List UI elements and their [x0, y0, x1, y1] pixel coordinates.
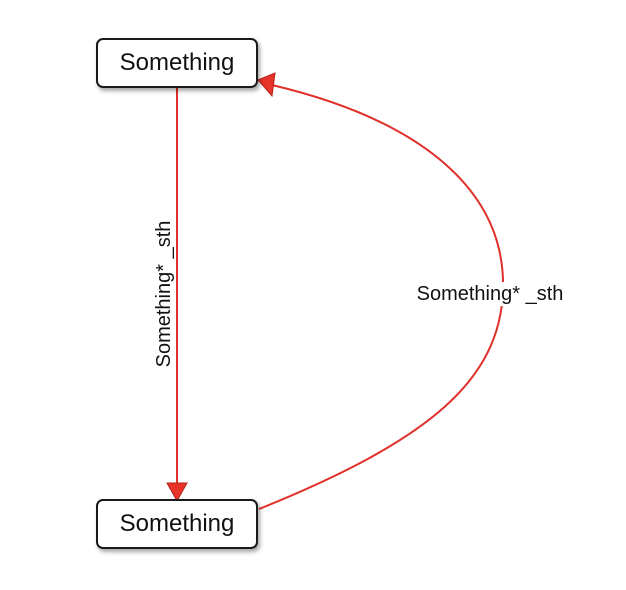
state-node-top-label: Something — [119, 49, 235, 76]
edge-up-arrowhead — [257, 72, 276, 98]
edge-down-label: Something* _sth — [153, 220, 175, 368]
edge-up-label: Something* _sth — [412, 282, 568, 306]
state-node-bottom[interactable]: Something — [96, 499, 258, 549]
edge-down-arrowhead — [166, 482, 188, 503]
state-node-top[interactable]: Something — [96, 38, 258, 88]
state-node-bottom-label: Something — [119, 510, 235, 537]
